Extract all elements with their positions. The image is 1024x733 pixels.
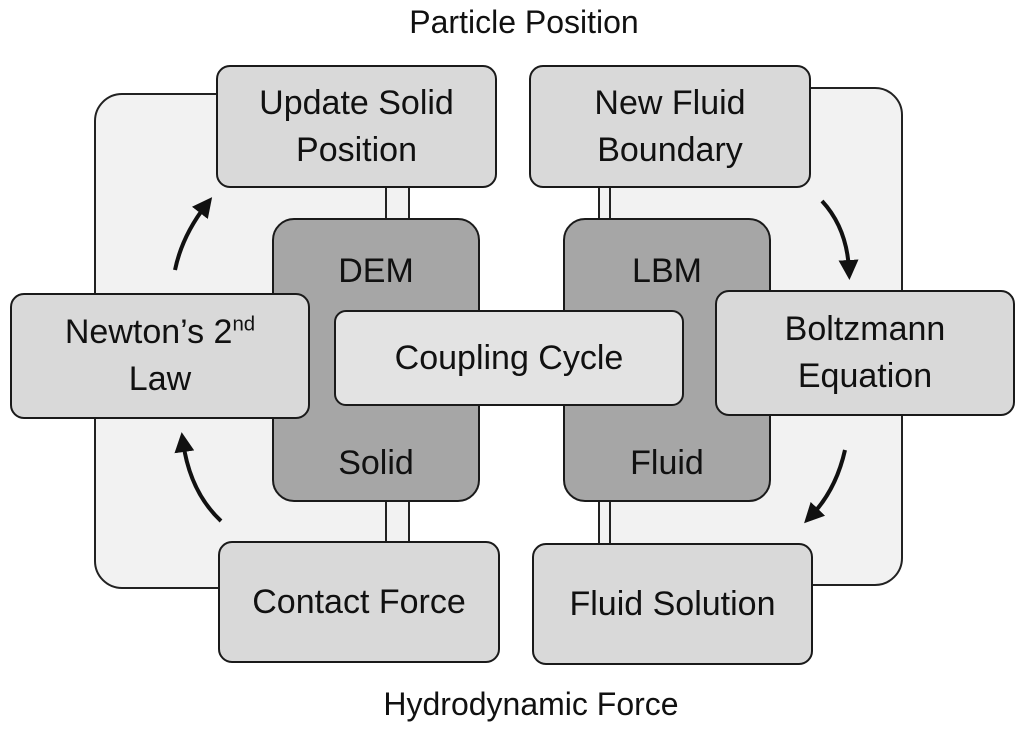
new-fluid-boundary-line1: New Fluid xyxy=(594,83,746,122)
curved-arrow-up-icon xyxy=(174,432,223,523)
fluid-label: Fluid xyxy=(630,444,704,482)
boltzmann-equation-line2: Equation xyxy=(797,357,933,395)
connector-left-bottom xyxy=(385,500,387,543)
contact-force-box: Contact Force xyxy=(218,541,500,663)
solid-label: Solid xyxy=(338,444,414,482)
fluid-solution-label: Fluid Solution xyxy=(569,584,776,623)
connector-left-top xyxy=(385,186,387,220)
curved-arrow-down-icon xyxy=(804,449,847,524)
label-particle-position: Particle Position xyxy=(409,4,639,40)
connector-right-bottom xyxy=(609,500,611,545)
boltzmann-equation-line1: Boltzmann xyxy=(784,310,946,349)
coupling-cycle-box: Coupling Cycle xyxy=(334,310,684,406)
update-solid-position-box: Update Solid Position xyxy=(216,65,497,188)
update-solid-position-line1: Update Solid xyxy=(259,83,454,122)
dem-label: DEM xyxy=(338,252,414,290)
curved-arrow-down-icon xyxy=(820,199,859,280)
connector-right-top xyxy=(609,186,611,220)
lbm-label: LBM xyxy=(632,252,702,290)
label-hydrodynamic-force: Hydrodynamic Force xyxy=(383,686,679,722)
contact-force-label: Contact Force xyxy=(252,582,466,621)
curved-arrow-up-icon xyxy=(173,197,213,271)
fluid-solution-box: Fluid Solution xyxy=(532,543,813,665)
newtons-second-law-line2: Law xyxy=(128,360,192,398)
newtons-second-law-line1: Newton’s 2nd xyxy=(64,313,256,352)
boltzmann-equation-box: Boltzmann Equation xyxy=(715,290,1015,416)
newtons-second-law-box: Newton’s 2nd Law xyxy=(10,293,310,419)
coupling-cycle-label: Coupling Cycle xyxy=(394,338,624,377)
new-fluid-boundary-line2: Boundary xyxy=(597,130,743,169)
update-solid-position-line2: Position xyxy=(296,130,417,169)
new-fluid-boundary-box: New Fluid Boundary xyxy=(529,65,811,188)
